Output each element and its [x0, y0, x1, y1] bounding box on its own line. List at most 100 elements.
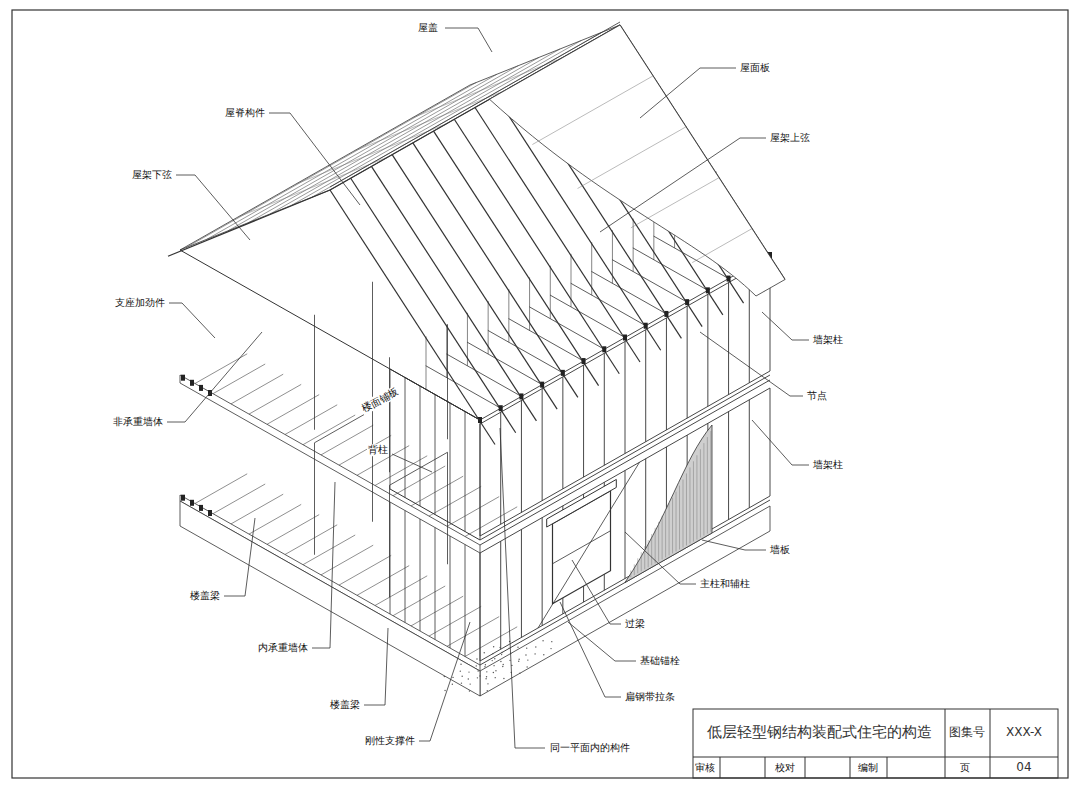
- concrete-dot: [525, 654, 526, 655]
- frame-drawing: [168, 22, 785, 696]
- interior-wall: [447, 324, 448, 439]
- truss-node: [664, 311, 668, 317]
- wall-stud: [465, 412, 466, 532]
- bearing-stiffener: [199, 385, 203, 391]
- leader-line: [176, 175, 250, 240]
- wall-stud: [583, 365, 584, 477]
- concrete-dot: [484, 652, 485, 653]
- bearing-stiffener: [190, 500, 194, 506]
- board-hatch: [696, 455, 697, 539]
- title-block-rule: [805, 757, 806, 778]
- floor-joist: [429, 606, 481, 636]
- board-hatch: [655, 528, 656, 563]
- wall-stud: [480, 424, 481, 536]
- floor-joist: [231, 374, 283, 404]
- board-hatch: [707, 437, 708, 534]
- leader-line: [702, 540, 766, 550]
- floor-joist: [303, 535, 355, 565]
- board-hatch: [686, 473, 687, 545]
- truss-top-chord: [371, 166, 536, 420]
- wall-stud: [435, 528, 436, 640]
- bottom-track: [390, 489, 480, 540]
- wall-stud: [405, 511, 406, 623]
- floor-joist: [321, 545, 373, 575]
- board-hatch: [679, 486, 680, 550]
- floor-joist: [411, 596, 463, 626]
- sheet-border: [12, 10, 1068, 778]
- wall-stud: [405, 378, 406, 498]
- roof-panel-joint: [532, 76, 653, 145]
- truss-bottom-chord: [180, 250, 480, 420]
- truss-node: [582, 358, 586, 364]
- part-label: 墙架柱: [812, 459, 844, 471]
- wall-stud: [480, 553, 481, 661]
- concrete-dot: [460, 670, 461, 671]
- truss-node: [623, 335, 627, 341]
- truss-bottom-chord: [426, 366, 501, 409]
- wall-stud: [728, 412, 729, 520]
- title-block-rule: [720, 757, 721, 778]
- floor-joist: [339, 435, 391, 465]
- concrete-dot: [503, 678, 504, 679]
- interior-wall: [390, 452, 448, 485]
- board-hatch: [700, 449, 701, 537]
- wall-stud: [435, 395, 436, 515]
- concrete-dot: [444, 690, 445, 691]
- concrete-dot: [461, 682, 462, 683]
- concrete-dot: [495, 677, 496, 678]
- wall-stud: [480, 553, 481, 665]
- part-label: 内承重墙体: [257, 642, 309, 654]
- concrete-dot: [484, 666, 485, 667]
- interior-wall: [314, 315, 315, 430]
- concrete-dot: [551, 641, 552, 642]
- title-block-rule: [850, 757, 851, 778]
- bearing-stiffener: [208, 510, 212, 516]
- part-label: 屋脊构件: [224, 107, 266, 119]
- concrete-dot: [452, 677, 453, 678]
- wall-stud: [770, 388, 771, 496]
- truss-node: [519, 393, 523, 399]
- floor-joist: [321, 425, 373, 455]
- truss-bottom-chord: [446, 354, 521, 397]
- truss-web: [550, 266, 551, 319]
- concrete-dot: [503, 664, 504, 665]
- truss-node: [644, 323, 648, 329]
- roof-panel-joint: [296, 124, 446, 184]
- roof-panel-joint: [354, 91, 504, 151]
- truss-node: [727, 276, 731, 282]
- leader-line: [224, 518, 255, 596]
- title-block-frame: [693, 709, 1058, 778]
- concrete-dot: [535, 646, 536, 647]
- concrete-dot: [495, 670, 496, 671]
- truss-web: [612, 230, 613, 283]
- truss-web: [508, 289, 509, 342]
- truss-bottom-chord: [571, 283, 646, 326]
- leader-line: [364, 628, 388, 705]
- truss-web: [488, 301, 489, 354]
- title-block-cell: XXX-X: [1005, 726, 1043, 740]
- wall-stud: [480, 420, 481, 540]
- floor-joist: [393, 466, 445, 496]
- floor-joist: [285, 525, 337, 555]
- floor-joist: [357, 566, 409, 596]
- concrete-dot: [486, 676, 487, 677]
- truss-bottom-chord: [529, 307, 604, 350]
- truss-top-chord: [330, 190, 495, 445]
- concrete-dot: [487, 690, 488, 691]
- leader-line: [419, 622, 470, 741]
- part-label: 屋盖: [417, 22, 439, 34]
- floor-joist: [447, 617, 499, 647]
- wall-stud: [450, 536, 451, 648]
- wall-stud: [604, 353, 605, 465]
- leader-line: [752, 420, 809, 465]
- part-label: 过梁: [624, 618, 646, 630]
- foundation: [480, 506, 770, 696]
- board-hatch: [710, 431, 711, 532]
- concrete-dot: [444, 676, 445, 677]
- part-label: 基础锚栓: [639, 655, 681, 667]
- floor-joist: [267, 515, 319, 545]
- part-label: 屋面板: [739, 62, 771, 74]
- truss-node: [602, 346, 606, 352]
- interior-wall: [372, 410, 373, 522]
- title-block-cell: 校对: [774, 762, 796, 774]
